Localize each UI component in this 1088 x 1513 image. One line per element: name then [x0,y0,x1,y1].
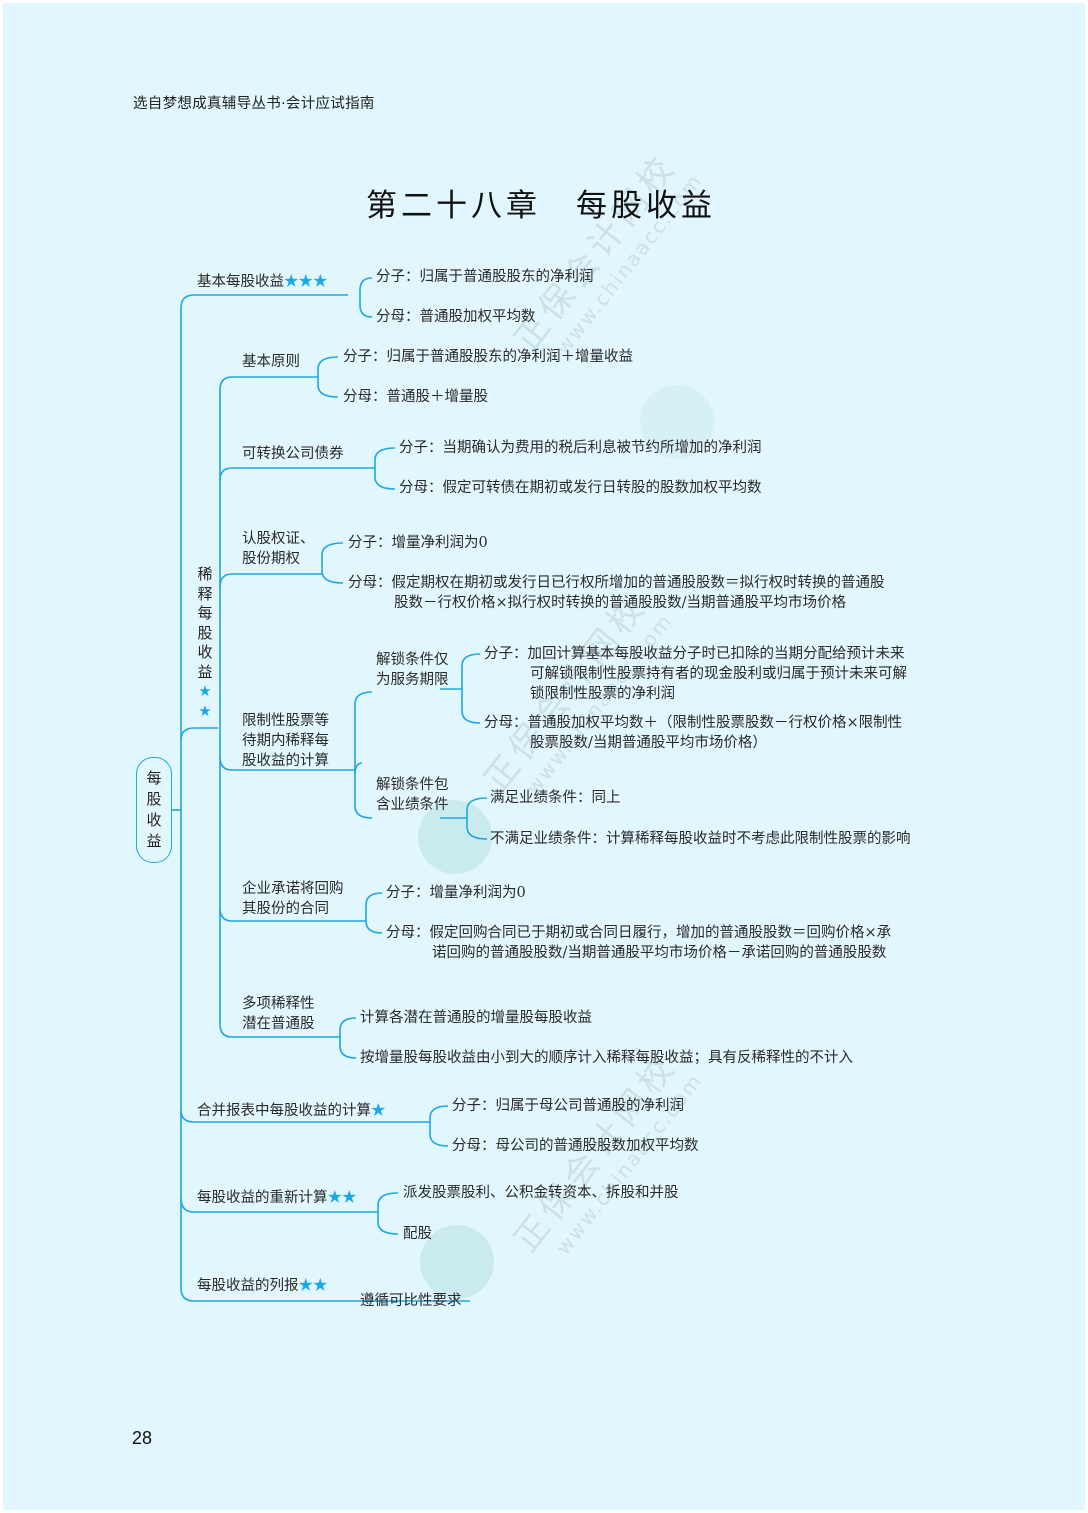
convertible-numerator: 分子：当期确认为费用的税后利息被节约所增加的净利润 [399,440,762,456]
text-line: 分子：加回计算基本每股收益分子时已扣除的当期分配给预计未来 [484,646,905,662]
node-label-line: 解锁条件包 [376,777,449,793]
node-warrants-options: 认股权证、 股份期权 [242,529,315,569]
text-line: 股票股数/当期普通股平均市场价格） [530,735,767,751]
basic-eps-numerator: 分子：归属于普通股股东的净利润 [376,269,594,285]
node-label-line: 解锁条件仅 [376,652,449,668]
text-line: 股数－行权价格×拟行权时转换的普通股股数/当期普通股平均市场价格 [394,595,847,611]
node-label-line: 股份期权 [242,551,300,567]
node-label-line: 其股份的合同 [242,901,329,917]
importance-stars-icon: ★★ [298,1278,328,1294]
multiple-step-1: 计算各潜在普通股的增量股每股收益 [360,1010,592,1026]
node-label: 合并报表中每股收益的计算 [197,1103,371,1119]
importance-stars-icon: ★★★ [284,274,328,290]
recalc-item-2: 配股 [403,1226,432,1242]
principle-denominator: 分母：普通股＋增量股 [343,389,488,405]
node-presentation: 每股收益的列报★★ [197,1276,328,1296]
consolidated-denominator: 分母：母公司的普通股股数加权平均数 [452,1138,699,1154]
service-denominator: 分母：普通股加权平均数＋（限制性股票股数－行权价格×限制性 股票股数/当期普通股… [484,713,902,753]
node-restricted-stock: 限制性股票等 待期内稀释每 股收益的计算 [242,711,329,771]
text-line: 分母：假定期权在期初或发行日已行权所增加的普通股股数＝拟行权时转换的普通股 [348,575,885,591]
repurchase-denominator: 分母：假定回购合同已于期初或合同日履行，增加的普通股股数＝回购价格×承 诺回购的… [386,923,891,963]
basic-eps-denominator: 分母：普通股加权平均数 [376,309,536,325]
root-char: 益 [146,832,162,850]
importance-stars-icon: ★★ [327,1190,357,1206]
root-char: 收 [146,811,162,829]
warrants-numerator: 分子：增量净利润为0 [348,535,488,551]
node-service-condition: 解锁条件仅 为服务期限 [376,650,449,690]
recalc-item-1: 派发股票股利、公积金转资本、拆股和并股 [403,1185,679,1201]
node-diluted-eps: 稀 释 每 股 收 益 ★ ★ [196,565,214,721]
principle-numerator: 分子：归属于普通股股东的净利润＋增量收益 [343,349,633,365]
service-numerator: 分子：加回计算基本每股收益分子时已扣除的当期分配给预计未来 可解锁限制性股票持有… [484,644,907,704]
text-line: 分母：普通股加权平均数＋（限制性股票股数－行权价格×限制性 [484,715,903,731]
node-label-line: 多项稀释性 [242,996,315,1012]
page-number: 28 [132,1428,153,1448]
node-performance-condition: 解锁条件包 含业绩条件 [376,775,449,815]
root-char: 每 [146,769,162,787]
text-line: 分母：假定回购合同已于期初或合同日履行，增加的普通股股数＝回购价格×承 [386,925,892,941]
node-label-line: 潜在普通股 [242,1016,315,1032]
node-char: 益 [197,662,213,681]
node-label-line: 认股权证、 [242,531,315,547]
warrants-denominator: 分母：假定期权在期初或发行日已行权所增加的普通股股数＝拟行权时转换的普通股 股数… [348,573,885,613]
node-label-line: 为服务期限 [376,672,449,688]
node-char: 收 [197,643,213,661]
consolidated-numerator: 分子：归属于母公司普通股的净利润 [452,1098,684,1114]
star-icon: ★ [198,682,212,700]
node-label-line: 股收益的计算 [242,753,329,769]
multiple-step-2: 按增量股每股收益由小到大的顺序计入稀释每股收益；具有反稀释性的不计入 [360,1050,853,1066]
node-char: 股 [197,623,213,642]
watermark-logo-icon [640,385,714,459]
star-icon: ★ [198,701,212,720]
presentation-item: 遵循可比性要求 [360,1293,462,1309]
performance-met: 满足业绩条件：同上 [490,790,621,806]
node-label: 基本每股收益 [197,274,284,290]
text-line: 可解锁限制性股票持有者的现金股利或归属于预计未来可解 [530,666,907,682]
root-node-eps: 每 股 收 益 [136,757,172,863]
node-label-line: 待期内稀释每 [242,733,329,749]
importance-stars-icon: ★ [371,1103,386,1119]
running-header: 选自梦想成真辅导丛书·会计应试指南 [133,96,375,112]
node-label-line: 含业绩条件 [376,797,449,813]
text-line: 诺回购的普通股股数/当期普通股平均市场价格－承诺回购的普通股股数 [432,945,887,961]
node-multiple-dilutive: 多项稀释性 潜在普通股 [242,994,315,1034]
node-basic-principle: 基本原则 [242,354,300,370]
node-repurchase-contract: 企业承诺将回购 其股份的合同 [242,879,344,919]
convertible-denominator: 分母：假定可转债在期初或发行日转股的股数加权平均数 [399,480,762,496]
node-consolidated: 合并报表中每股收益的计算★ [197,1101,386,1121]
node-basic-eps: 基本每股收益★★★ [197,272,328,292]
root-char: 股 [146,790,162,808]
text-line: 锁限制性股票的净利润 [530,686,675,702]
page-title: 第二十八章 每股收益 [366,188,716,224]
node-char: 释 [197,584,213,603]
repurchase-numerator: 分子：增量净利润为0 [386,885,526,901]
node-char: 稀 [197,565,213,583]
node-char: 每 [197,604,213,622]
node-label: 每股收益的重新计算 [197,1190,328,1206]
node-convertible-bonds: 可转换公司债券 [242,446,344,462]
node-label: 每股收益的列报 [197,1278,299,1294]
node-label-line: 企业承诺将回购 [242,881,344,897]
node-recalculation: 每股收益的重新计算★★ [197,1188,357,1208]
performance-not-met: 不满足业绩条件：计算稀释每股收益时不考虑此限制性股票的影响 [490,831,911,847]
node-label-line: 限制性股票等 [242,713,329,729]
